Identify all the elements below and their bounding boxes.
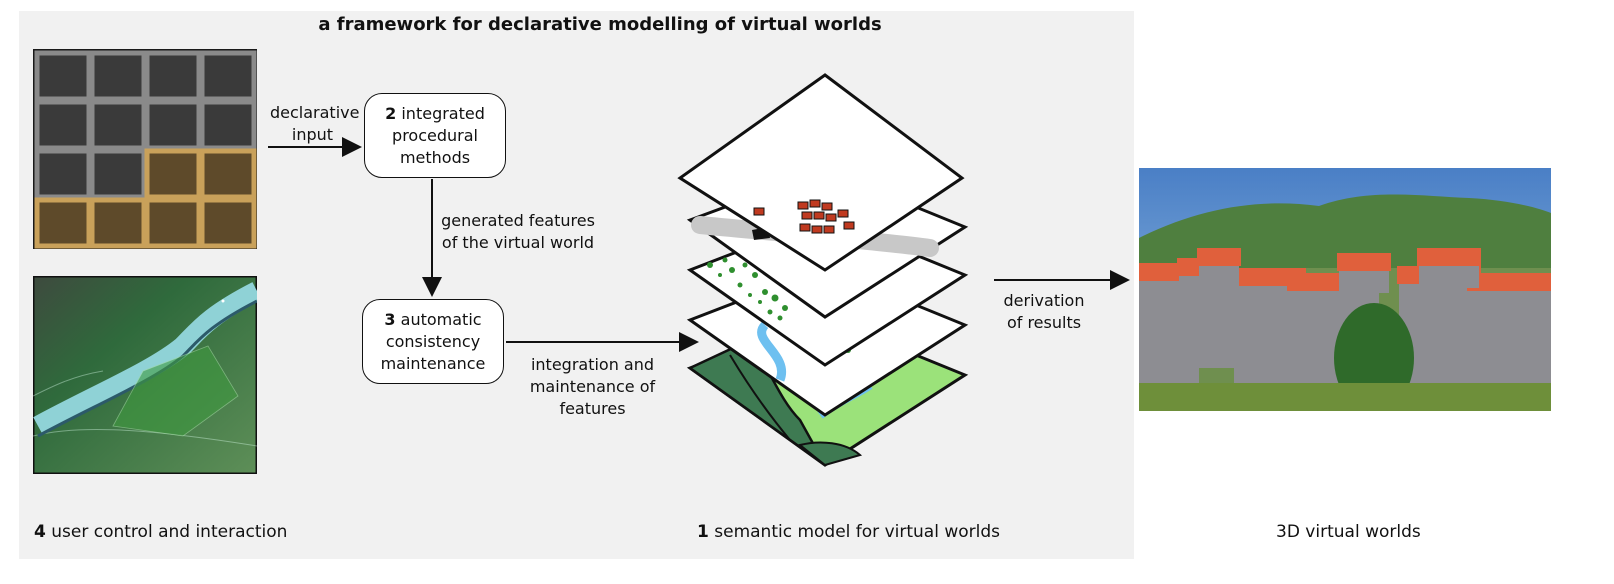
building-footprint <box>825 213 837 222</box>
house-roof <box>1417 248 1481 266</box>
layer-buildings <box>677 73 965 272</box>
label-derivation: derivation of results <box>1003 291 1085 332</box>
terrain-tile <box>34 50 92 102</box>
building-footprint <box>813 211 825 220</box>
procedural-methods-box: 2 integrated procedural methods <box>364 93 506 178</box>
building-footprint <box>821 202 833 211</box>
terrain-tile <box>144 50 202 102</box>
label-declarative-input: declarative input <box>270 103 360 144</box>
consistency-maintenance-box: 3 automatic consistency maintenance <box>362 299 504 384</box>
house-wall <box>1179 273 1234 368</box>
terrain-tile <box>34 148 92 200</box>
terrain-river-image <box>33 276 257 474</box>
terrain-tile <box>144 99 202 151</box>
house-wall <box>1339 268 1389 293</box>
terrain-tile <box>199 148 257 200</box>
caption-semantic-model: 1 semantic model for virtual worlds <box>697 522 1000 542</box>
terrain-tile <box>34 197 92 249</box>
building-footprint <box>801 211 813 220</box>
virtual-world-render <box>1139 168 1551 411</box>
terrain-tile <box>89 197 147 249</box>
caption-user-control: 4 user control and interaction <box>34 522 288 542</box>
diagram-title: a framework for declarative modelling of… <box>318 14 882 35</box>
house-roof <box>1197 248 1241 266</box>
terrain-tile <box>144 197 202 249</box>
terrain-tile <box>34 99 92 151</box>
building-footprint <box>799 223 811 232</box>
terrain-tile <box>89 148 147 200</box>
house-roof <box>1337 253 1391 271</box>
caption-3d-worlds: 3D virtual worlds <box>1276 522 1421 542</box>
building-footprint <box>809 199 821 208</box>
house-wall <box>1199 263 1239 288</box>
building-footprint <box>843 221 855 230</box>
label-generated-features: generated features of the virtual world <box>441 211 595 252</box>
terrain-tile <box>144 148 202 200</box>
building-footprint <box>797 201 809 210</box>
semantic-layer-stack <box>677 73 969 467</box>
building-footprint <box>837 209 849 218</box>
building-footprint <box>823 225 835 234</box>
terrain-tile-grid <box>33 49 257 249</box>
house-wall <box>1419 263 1479 288</box>
building-footprint <box>811 225 823 234</box>
house-roof <box>1467 273 1551 291</box>
label-integration: integration and maintenance of features <box>529 355 656 418</box>
terrain-tile <box>199 99 257 151</box>
terrain-tile <box>199 197 257 249</box>
house-wall <box>1469 288 1551 388</box>
terrain-tile <box>199 50 257 102</box>
terrain-tile <box>89 99 147 151</box>
building-footprint <box>753 207 765 216</box>
terrain-tile <box>89 50 147 102</box>
